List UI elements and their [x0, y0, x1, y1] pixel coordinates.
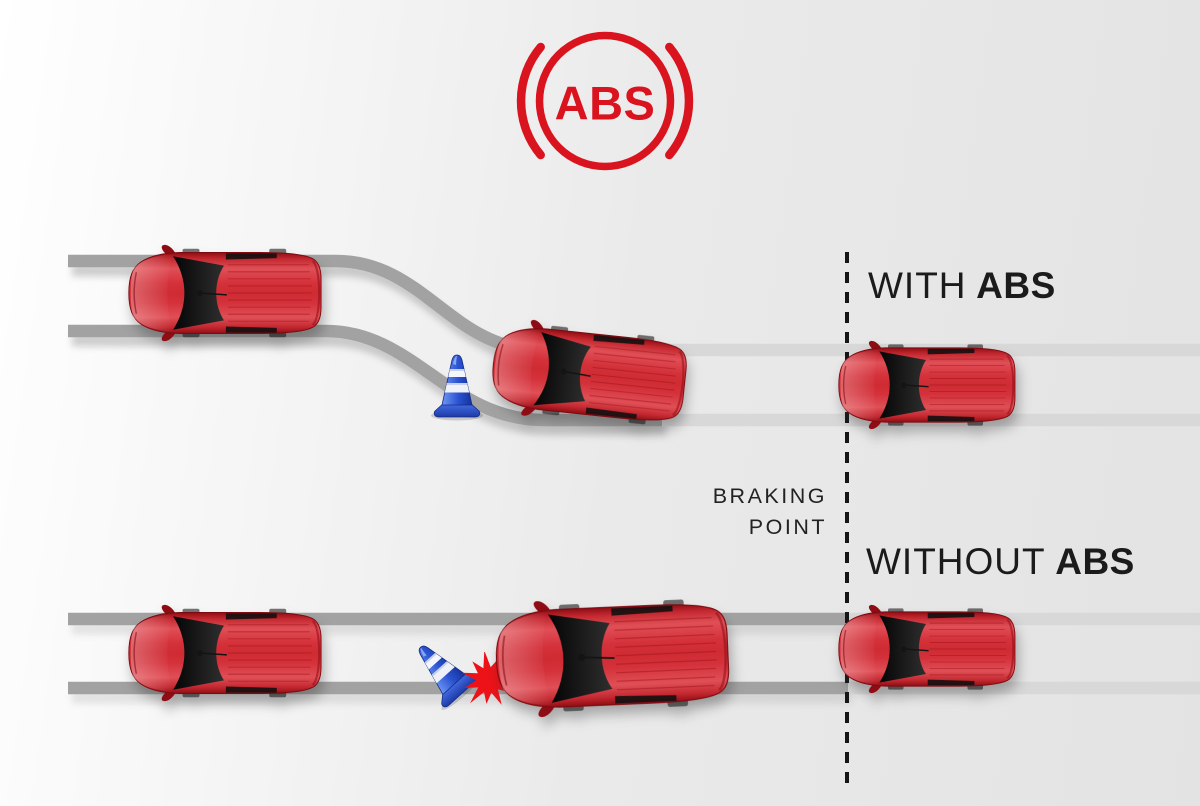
car-without-abs-at-braking-point	[831, 604, 1021, 694]
abs-logo-right-arc-icon	[665, 42, 694, 160]
braking-point-line1: BRAKING	[712, 484, 827, 508]
car-with-abs-at-braking-point	[831, 340, 1021, 430]
car-with-abs-approaching	[120, 244, 328, 342]
skid-track-top-lower	[68, 324, 662, 427]
abs-logo-left-arc-icon	[516, 42, 545, 160]
braking-point-label: BRAKING POINT	[640, 481, 827, 543]
car-without-abs-approaching	[120, 604, 328, 702]
braking-point-line	[845, 252, 849, 788]
abs-logo-text: ABS	[555, 77, 656, 130]
car-without-abs-crashing	[484, 592, 739, 721]
without-abs-prefix: WITHOUT	[866, 541, 1046, 582]
abs-warning-lamp-icon: ABS	[516, 31, 694, 171]
braking-point-line2: POINT	[748, 515, 827, 539]
crash-burst-icon	[462, 652, 515, 705]
without-abs-bold: ABS	[1055, 541, 1135, 582]
traffic-cone-upright-icon	[427, 352, 487, 422]
with-abs-bold: ABS	[976, 265, 1056, 306]
abs-logo-ring-icon	[535, 31, 675, 171]
with-abs-prefix: WITH	[868, 265, 967, 306]
